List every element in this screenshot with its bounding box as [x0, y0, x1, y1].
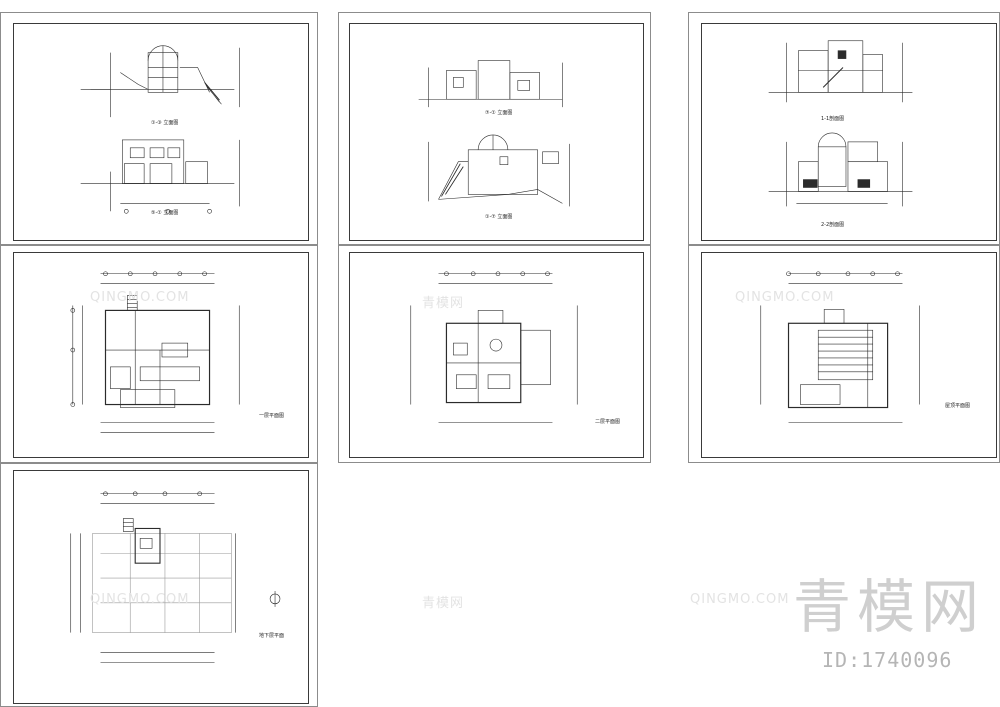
roof-plan-drawing: [760, 271, 920, 423]
watermark-text: QINGMO.COM: [690, 592, 790, 607]
sheet-caption: 二层平面图: [595, 419, 621, 425]
sheet-caption: 屋顶平面图: [945, 403, 971, 409]
sheet-frame: [13, 252, 309, 458]
sheet-frame: [13, 470, 309, 704]
section-drawing: [768, 40, 913, 207]
drawing-sheet-roof-plan[interactable]: 屋顶平面图: [688, 245, 1000, 463]
sheet-caption: 1-1剖面图: [821, 116, 845, 122]
elevation-drawing: [80, 45, 240, 214]
sheet-caption: ⑤-① 立面图: [151, 210, 179, 216]
drawing-sheet-basement-plan[interactable]: 地下层平面: [0, 463, 318, 707]
watermark-text: 青模网: [422, 596, 465, 611]
sheet-caption: ①-③ 立面图: [151, 120, 179, 126]
sheet-frame: [701, 252, 997, 458]
floor-plan-drawing: [410, 271, 578, 423]
sheet-caption: 地下层平面: [259, 633, 285, 639]
sheet-frame: [349, 252, 644, 458]
sheet-frame: [349, 23, 644, 241]
drawing-sheet-elevations-1[interactable]: ①-③ 立面图 ⑤-① 立面图: [0, 12, 318, 245]
basement-plan-drawing: [70, 491, 281, 663]
drawing-sheet-elevations-2[interactable]: ⑦-① 立面图 ①-⑦ 立面图: [338, 12, 651, 245]
drawing-sheet-sections[interactable]: 1-1剖面图 2-2剖面图: [688, 12, 1000, 245]
id-tag: ID:1740096: [822, 648, 953, 672]
elevation-drawing: [418, 60, 570, 207]
floor-plan-drawing: [70, 271, 240, 433]
drawing-sheet-floor-plan-2[interactable]: 二层平面图: [338, 245, 651, 463]
sheet-caption: ①-⑦ 立面图: [485, 214, 513, 220]
drawing-sheet-floor-plan-1[interactable]: 一层平面图: [0, 245, 318, 463]
brand-logo-text: 青模网: [793, 573, 986, 641]
sheet-caption: 2-2剖面图: [821, 222, 845, 228]
sheet-frame: [701, 23, 997, 241]
sheet-caption: 一层平面图: [259, 413, 285, 419]
sheet-caption: ⑦-① 立面图: [485, 110, 513, 116]
sheet-frame: [13, 23, 309, 241]
